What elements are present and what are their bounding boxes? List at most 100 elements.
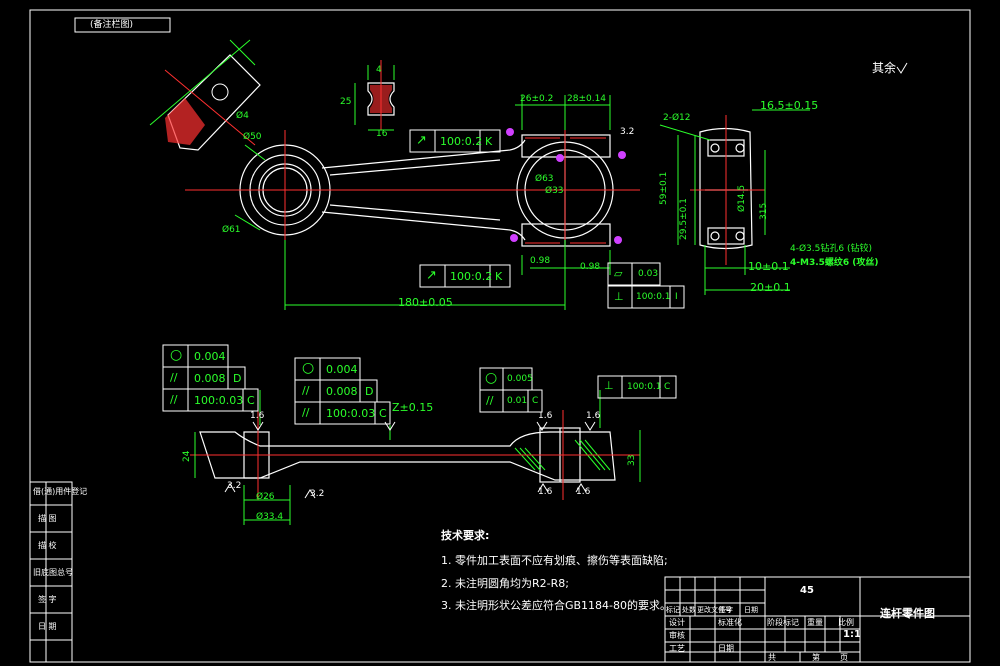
- tol-right-par-icon: //: [486, 394, 494, 407]
- left-stamp-column: [29, 481, 73, 663]
- roughness-6: 3.2: [310, 489, 325, 499]
- tol-group-mid: [294, 357, 391, 425]
- tol-frame-top: [409, 129, 501, 153]
- thread-note-2: 4-M3.5螺纹6 (攻丝): [790, 258, 879, 268]
- stamp-1: 借(通)用件登记: [33, 487, 88, 496]
- dim-width-a: 26±0.2: [520, 94, 554, 104]
- tol-frame-flatness: [607, 262, 685, 309]
- tb-design: 设计: [669, 618, 685, 627]
- tech-item-2: 2. 未注明圆角均为R2-R8;: [441, 577, 569, 590]
- tb-row-label-2: 处数: [682, 606, 696, 614]
- tb-part-name: 连杆零件图: [880, 607, 935, 620]
- side-view-dims: [659, 109, 810, 295]
- dim-dia-63: Ø63: [535, 174, 554, 184]
- roughness-note: 其余: [872, 61, 897, 75]
- tol-left-par2: 100:0.03: [194, 394, 244, 407]
- roughness-8: 3.2: [620, 127, 635, 137]
- tol-right-circ-icon: ○: [485, 370, 498, 386]
- stamp-5: 签 字: [38, 595, 57, 604]
- tol-right-par: 0.01: [507, 396, 528, 406]
- tol-perp-value: 100:0.1: [636, 292, 671, 302]
- dim-bot-1: Ø26: [256, 492, 275, 502]
- tb-stage: 阶段标记: [767, 618, 799, 627]
- dim-098a: 0.98: [530, 256, 551, 266]
- tol-perp-right-datum: C: [664, 382, 671, 392]
- tol-mid-circ-icon: ○: [302, 360, 315, 376]
- tb-scale-label: 比例: [838, 618, 854, 627]
- dim-84: Ø4: [236, 111, 249, 121]
- tol-mid-par1-datum: D: [365, 385, 374, 398]
- tol-top-value: 100:0.2: [440, 135, 483, 148]
- dim-length-180: 180±0.05: [398, 296, 453, 309]
- dim-width-b: 28±0.14: [567, 94, 607, 104]
- tol-left-circ-icon: ○: [170, 347, 183, 363]
- tol-mid-symbol: ↗: [426, 268, 437, 283]
- dim-h29: 29.5±0.1: [679, 198, 689, 240]
- title-tab: (备注栏图): [90, 20, 134, 30]
- dim-25: 25: [340, 97, 352, 107]
- tb-date: 日期: [718, 644, 734, 653]
- tol-top-symbol: ↗: [416, 133, 427, 148]
- dim-20: 20±0.1: [750, 281, 791, 294]
- tb-row-label-3: 更改文件号: [697, 606, 732, 614]
- title-block: [664, 576, 971, 663]
- side-view-centerlines: [690, 115, 765, 265]
- stamp-6: 日 期: [38, 622, 57, 631]
- tol-mid-par1: 0.008: [326, 385, 358, 398]
- tol-left-par1-datum: D: [233, 372, 242, 385]
- tol-perp-icon: ⊥: [614, 290, 624, 303]
- dim-right-h: 33: [627, 454, 637, 466]
- stamp-4: 旧底图总号: [33, 568, 73, 577]
- section-dims: [194, 390, 641, 525]
- tb-sheet-no: 第: [812, 653, 820, 662]
- tb-scale: 1:1: [843, 629, 861, 640]
- roughness-4: 1.6: [538, 487, 553, 497]
- tech-heading: 技术要求:: [441, 529, 490, 542]
- tol-flat-icon: ▱: [614, 267, 623, 280]
- roughness-symbols: [224, 62, 908, 499]
- beam-section: [354, 60, 395, 131]
- tol-right-circ: 0.005: [507, 374, 533, 384]
- tol-flat-value: 0.03: [638, 269, 659, 279]
- tol-perp-datum: I: [675, 292, 678, 302]
- tol-mid-par2-icon: //: [302, 406, 310, 419]
- tb-process: 工艺: [669, 644, 685, 653]
- oil-hole-detail: [149, 39, 261, 151]
- tb-sheet-total: 共: [768, 653, 776, 662]
- tol-mid-par2-datum: C: [379, 407, 387, 420]
- tb-standard: 标准化: [718, 618, 742, 627]
- tol-right-par-datum: C: [532, 396, 539, 406]
- roughness-1: 1.6: [250, 411, 265, 421]
- dimension-lines-front: [234, 95, 611, 310]
- tol-mid-par2: 100:0.03: [326, 407, 376, 420]
- dim-dia-145: Ø14.5: [737, 184, 747, 212]
- dim-left-h: 24: [182, 450, 192, 462]
- tol-frame-perp-right: [597, 375, 677, 399]
- sheet-border: [29, 9, 971, 663]
- centerlines-front: [185, 95, 640, 300]
- dim-16: 16: [376, 129, 388, 139]
- dim-dia-61: Ø61: [222, 225, 241, 235]
- roughness-7: 1.6: [576, 487, 591, 497]
- tol-perp-right-value: 100:0.1: [627, 382, 662, 392]
- stamp-2: 描 图: [38, 514, 57, 523]
- section-centerlines: [190, 410, 640, 500]
- dim-h315: 315: [759, 202, 769, 220]
- tol-left-par1-icon: //: [170, 371, 178, 384]
- tol-perp-right-icon: ⊥: [604, 379, 614, 392]
- dim-bot-2: Ø33.4: [256, 512, 284, 522]
- tol-left-circ: 0.004: [194, 350, 226, 363]
- roughness-5: 3.2: [227, 481, 242, 491]
- tol-mid-par1-icon: //: [302, 384, 310, 397]
- tol-left-par2-datum: C: [247, 394, 255, 407]
- dim-dia-33: Ø33: [545, 186, 564, 196]
- roughness-2: 1.6: [538, 411, 553, 421]
- tech-item-1: 1. 零件加工表面不应有划痕、擦伤等表面缺陷;: [441, 554, 668, 567]
- tol-left-par2-icon: //: [170, 393, 178, 406]
- tb-row-label-1: 标记: [666, 606, 680, 614]
- tol-group-left: [162, 344, 259, 412]
- dim-z-note: Z±0.15: [392, 401, 434, 414]
- dim-dia-50: Ø50: [243, 132, 262, 142]
- tech-item-3: 3. 未注明形状公差应符合GB1184-80的要求。: [441, 599, 672, 612]
